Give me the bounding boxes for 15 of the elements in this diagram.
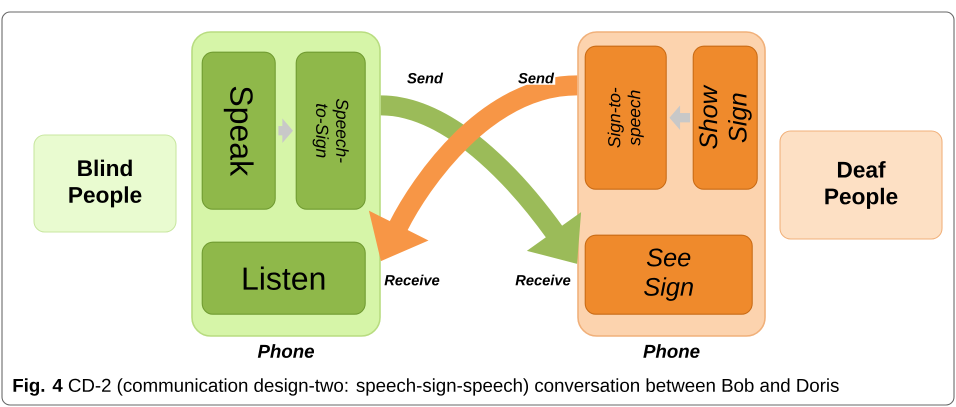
edge-label: Send — [516, 71, 556, 85]
caption: Fig. 4 CD-2 (communication design-two: speech-sign-speech) conversation between Bob and Doris — [14, 378, 839, 396]
step-box: Sign-to-speech — [584, 46, 667, 190]
step-box: Listen — [202, 242, 366, 315]
step-box: See Sign — [584, 234, 753, 315]
node-label: Phone — [643, 344, 700, 358]
arrow-end-label: Receive — [384, 274, 440, 286]
arrow-end-label: Receive — [516, 274, 570, 286]
person-group-box: Blind People — [33, 134, 177, 233]
node-label: Phone — [258, 344, 314, 358]
step-box: Show Sign — [692, 46, 758, 190]
person-group-box: Deaf People — [779, 130, 943, 240]
step-box: Speak — [202, 52, 276, 210]
edge-label: Send — [406, 71, 444, 85]
step-box: Speech-to-Sign — [296, 52, 366, 210]
